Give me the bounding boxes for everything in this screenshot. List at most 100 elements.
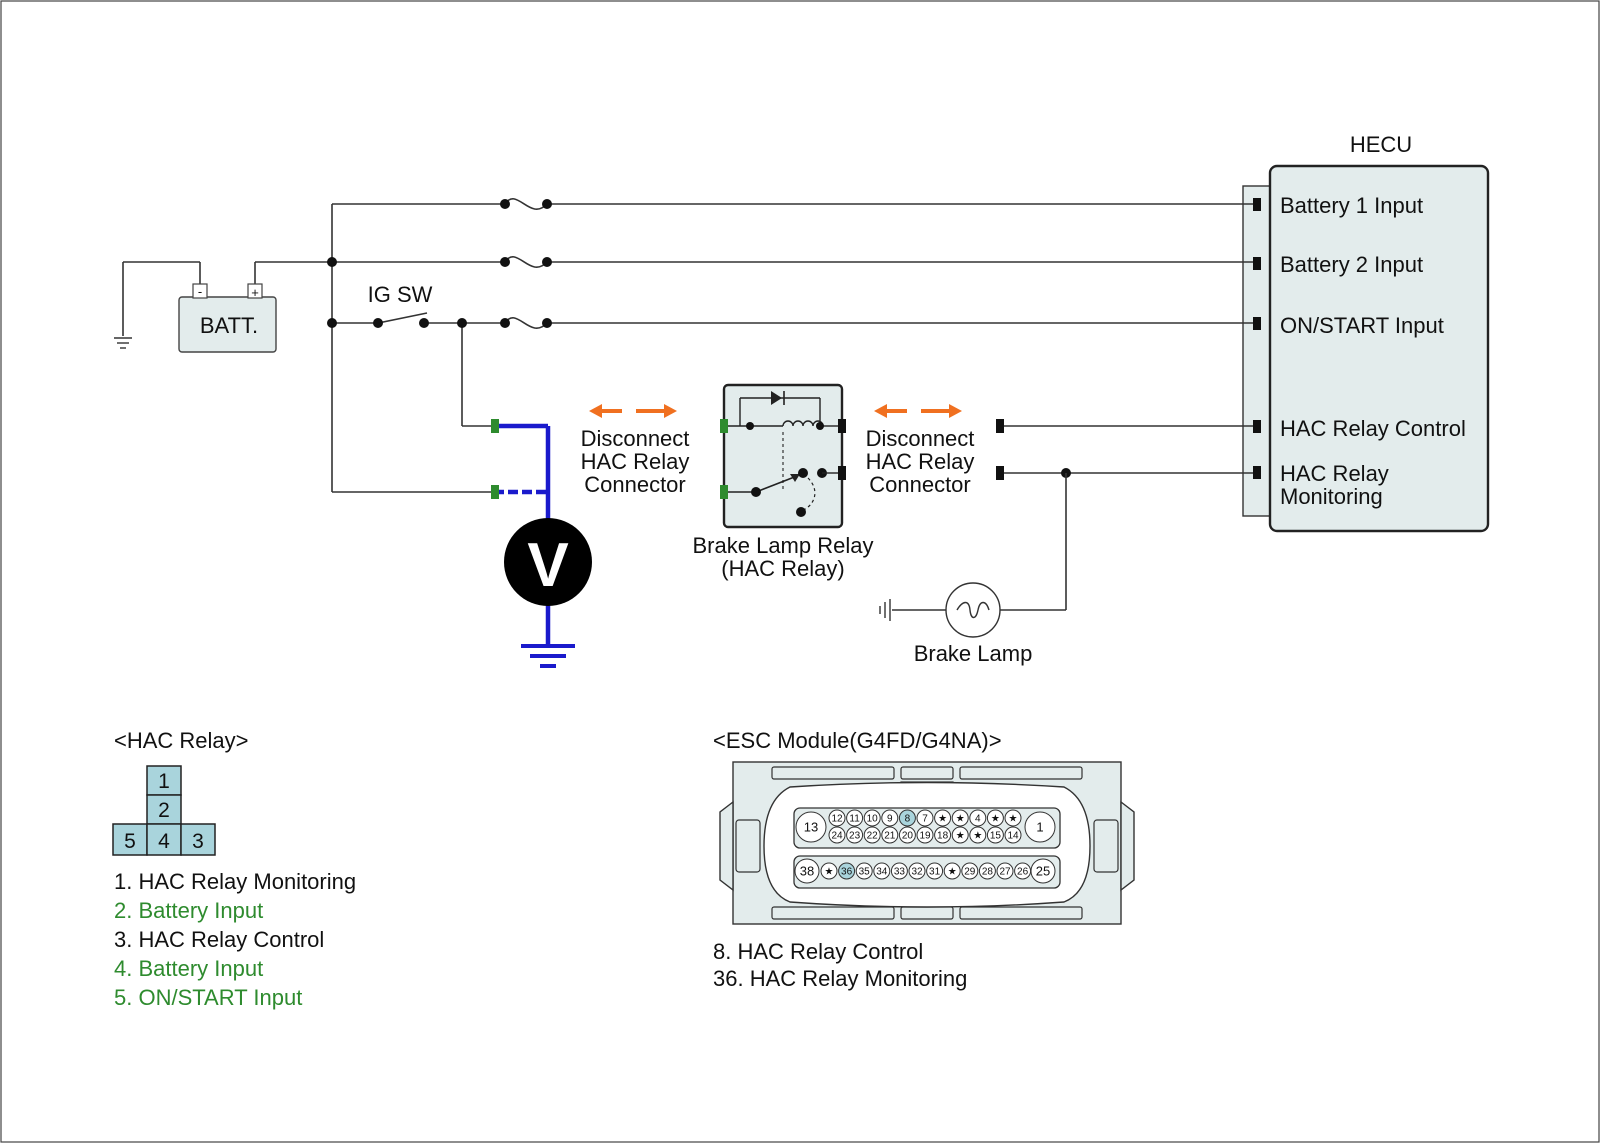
hecu-module: HECU Battery 1 Input Battery 2 Input ON/… (1242, 132, 1490, 533)
disconnect-arrow-right (874, 404, 962, 418)
esc-pin (926, 862, 944, 880)
brake-lamp-relay (720, 383, 846, 529)
hecu-input-battery-2: Battery 2 Input (1280, 252, 1423, 277)
disconnect-label-left-2: HAC Relay (581, 449, 690, 474)
esc-pin (820, 862, 838, 880)
esc-pin (916, 826, 934, 844)
battery-plus-terminal: + (251, 285, 259, 300)
hac-legend-item: 1. HAC Relay Monitoring (114, 869, 356, 894)
voltmeter-symbol: V (527, 531, 568, 600)
hac-legend-item: 2. Battery Input (114, 898, 263, 923)
hac-relay-connector-title: <HAC Relay> (114, 728, 249, 753)
esc-pin-label: ★ (1009, 814, 1018, 825)
esc-pin-label: 8 (905, 814, 911, 825)
esc-pin-label: 26 (1017, 867, 1029, 878)
esc-pin (943, 862, 961, 880)
esc-pin-label: 21 (884, 831, 896, 842)
lamp-ground-icon (879, 599, 891, 621)
esc-pin (1030, 858, 1056, 884)
esc-pin (881, 809, 899, 827)
disconnect-label-right-3: Connector (869, 472, 971, 497)
esc-pin-label: 23 (849, 831, 861, 842)
esc-pin-label: 13 (804, 820, 818, 835)
esc-pin-label: ★ (948, 867, 957, 878)
esc-pin-label: 12 (831, 814, 843, 825)
hecu-input-hac-relay-control: HAC Relay Control (1280, 416, 1466, 441)
esc-legend-2: 36. HAC Relay Monitoring (713, 966, 967, 991)
esc-pin-label: 38 (800, 864, 814, 879)
esc-pin (873, 862, 891, 880)
disconnect-label-right-1: Disconnect (866, 426, 975, 451)
esc-pin (969, 809, 987, 827)
esc-pin-label: ★ (938, 814, 947, 825)
hac-relay-pin-legend: 1. HAC Relay Monitoring 2. Battery Input 3… (114, 869, 356, 1010)
esc-pin-label: 7 (922, 814, 928, 825)
esc-pin (795, 811, 827, 843)
ig-switch-label: IG SW (368, 282, 433, 307)
esc-pin (934, 809, 952, 827)
esc-pin (863, 826, 881, 844)
esc-pin (863, 809, 881, 827)
battery-label: BATT. (200, 313, 258, 338)
esc-pin-label: 20 (902, 831, 914, 842)
esc-pin-label: 25 (1036, 864, 1050, 879)
esc-pin-label: 11 (849, 814, 860, 825)
esc-pin-label: ★ (991, 814, 1000, 825)
esc-pin-label: 33 (894, 867, 906, 878)
esc-pin (986, 826, 1004, 844)
esc-pin-label: 34 (876, 867, 888, 878)
esc-pin-label: ★ (973, 831, 982, 842)
esc-pin (828, 826, 846, 844)
esc-pin-label: 36 (841, 867, 853, 878)
main-wiring (255, 198, 1253, 493)
esc-pin (978, 862, 996, 880)
esc-pin (846, 809, 864, 827)
voltmeter: V (504, 518, 592, 606)
esc-pin (898, 809, 916, 827)
esc-pin-label: 9 (887, 814, 893, 825)
esc-pin (898, 826, 916, 844)
esc-pin-label: 19 (919, 831, 931, 842)
hac-pin-4: 4 (158, 830, 170, 853)
hecu-input-hac-relay-monitoring-2: Monitoring (1280, 484, 1383, 509)
esc-module-title: <ESC Module(G4FD/G4NA)> (713, 728, 1002, 753)
esc-pin (794, 858, 820, 884)
esc-pin-label: 27 (999, 867, 1011, 878)
esc-pin (1004, 826, 1022, 844)
disconnect-label-left-3: Connector (584, 472, 686, 497)
esc-legend-1: 8. HAC Relay Control (713, 939, 923, 964)
esc-pin (881, 826, 899, 844)
disconnect-label-left-1: Disconnect (581, 426, 690, 451)
esc-pin (996, 862, 1014, 880)
hecu-input-battery-1: Battery 1 Input (1280, 193, 1423, 218)
hecu-input-on-start: ON/START Input (1280, 313, 1444, 338)
hac-legend-item: 5. ON/START Input (114, 985, 302, 1010)
hecu-title: HECU (1350, 132, 1412, 157)
esc-pin-label: 24 (831, 831, 843, 842)
hac-relay-connector: <HAC Relay> 1 2 5 4 3 (112, 728, 249, 856)
brake-lamp-label: Brake Lamp (914, 641, 1033, 666)
esc-pin (828, 809, 846, 827)
relay-label-1: Brake Lamp Relay (693, 533, 874, 558)
hac-pin-5: 5 (124, 830, 136, 853)
hac-legend-item: 3. HAC Relay Control (114, 927, 324, 952)
esc-pin-label: 14 (1007, 831, 1019, 842)
esc-pin-label: 31 (929, 867, 941, 878)
relay-label-2: (HAC Relay) (721, 556, 844, 581)
hac-pin-2: 2 (158, 799, 170, 822)
esc-pin-label: 1 (1036, 820, 1043, 835)
esc-pin (1004, 809, 1022, 827)
hecu-input-hac-relay-monitoring-1: HAC Relay (1280, 461, 1389, 486)
esc-pin-label: ★ (956, 831, 965, 842)
battery-minus-terminal: - (198, 284, 202, 299)
esc-pin-label: 15 (990, 831, 1002, 842)
hecu-relay-wiring (892, 419, 1253, 611)
esc-pin-label: 32 (911, 867, 923, 878)
ground-icon (114, 337, 132, 349)
hac-pin-3: 3 (192, 830, 204, 853)
esc-pin (846, 826, 864, 844)
esc-pin (961, 862, 979, 880)
esc-pin-label: 29 (964, 867, 976, 878)
